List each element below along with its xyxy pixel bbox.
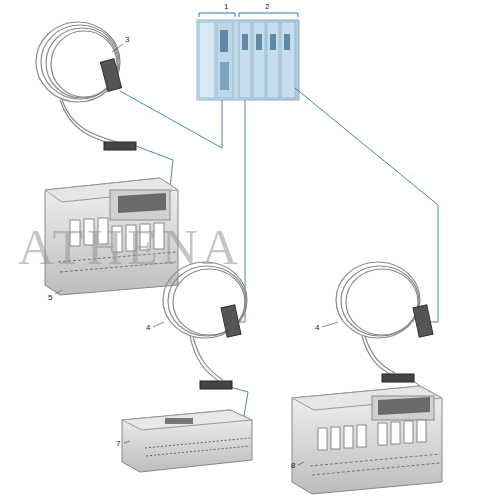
callout-number: 3 xyxy=(125,36,129,44)
terminal-block xyxy=(292,386,442,494)
callout-number: 4 xyxy=(146,324,150,332)
plc-rack xyxy=(197,20,299,100)
callout-number: 8 xyxy=(291,462,295,470)
callout-number: 2 xyxy=(265,3,269,11)
cable xyxy=(163,262,247,382)
callout-number: 5 xyxy=(48,294,52,302)
terminal-block xyxy=(122,410,252,472)
callout-number: 1 xyxy=(224,3,228,11)
callout-number: 7 xyxy=(116,440,120,448)
callout-number: 4 xyxy=(315,324,319,332)
cable xyxy=(336,262,420,375)
watermark: ATHENA xyxy=(18,222,242,272)
